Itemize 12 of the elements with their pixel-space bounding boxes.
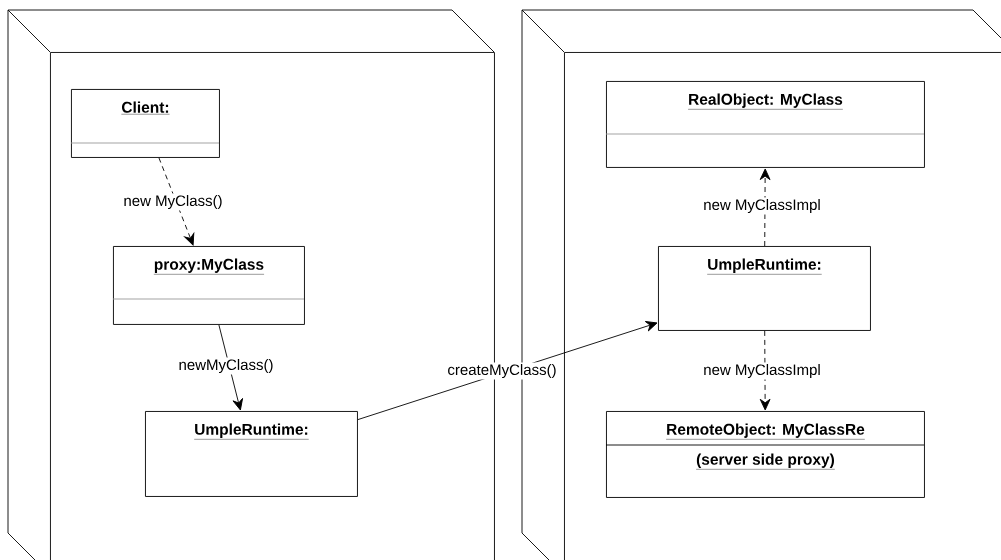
- edge-label: createMyClass(): [445, 362, 559, 380]
- arrow: [759, 330, 771, 411]
- object-box: RealObject: MyClass: [605, 81, 925, 168]
- arrow: [759, 168, 771, 247]
- object-box: RemoteObject: MyClassRe (server side proxy): [605, 411, 925, 498]
- arrow: [218, 324, 243, 411]
- object-box: UmpleRuntime:: [658, 246, 871, 331]
- arrow: [357, 321, 658, 421]
- object-box: Client:: [70, 89, 220, 158]
- object-box: proxy:MyClass: [112, 246, 305, 325]
- object-box: UmpleRuntime:: [145, 411, 358, 497]
- arrow: [158, 157, 195, 246]
